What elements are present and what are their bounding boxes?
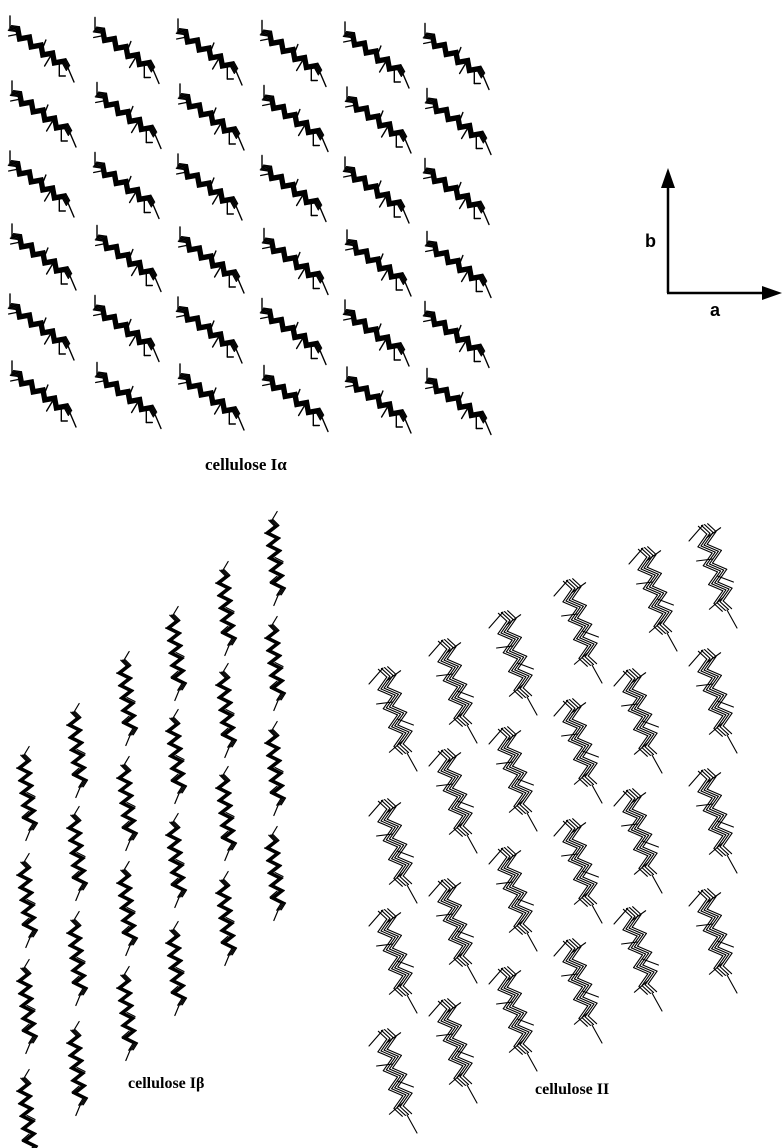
chain-molecule	[342, 299, 410, 367]
chain-molecule	[344, 366, 412, 434]
chain-molecule	[177, 363, 245, 431]
chain-molecule	[428, 638, 478, 744]
chain-molecule	[165, 812, 188, 909]
chain-molecule	[115, 860, 139, 957]
chain-molecule	[65, 702, 89, 799]
chain-molecule	[92, 16, 160, 85]
chain-molecule	[422, 157, 490, 226]
chain-molecule	[65, 805, 89, 902]
a-axis-arrowhead	[762, 286, 782, 300]
b-axis-arrowhead	[661, 168, 675, 188]
chain-molecule	[264, 720, 287, 817]
chain-molecule	[7, 293, 75, 361]
chain-molecule	[115, 755, 139, 852]
chain-molecule	[688, 523, 738, 629]
chain-molecule	[688, 768, 738, 874]
chain-molecule	[428, 878, 478, 984]
chain-molecule	[264, 510, 287, 607]
chain-molecule	[175, 296, 243, 364]
chain-molecule	[94, 81, 162, 150]
chain-molecule	[16, 958, 39, 1055]
chain-molecule	[16, 852, 39, 949]
chain-molecule	[428, 748, 478, 854]
chain-molecule	[177, 226, 245, 294]
cellulose-ibeta-lattice	[16, 510, 287, 1148]
chain-molecule	[261, 227, 329, 296]
chain-molecule	[259, 19, 327, 88]
chain-molecule	[177, 83, 245, 151]
chain-molecule	[165, 605, 188, 702]
chain-molecule	[261, 84, 329, 153]
chain-molecule	[368, 798, 418, 904]
chain-molecule	[342, 156, 410, 224]
caption-cellulose-ii: cellulose II	[535, 1081, 610, 1098]
chain-molecule	[259, 297, 327, 366]
chain-molecule	[7, 150, 75, 218]
chain-molecule	[94, 361, 162, 430]
chain-molecule	[613, 788, 663, 894]
b-axis-label: b	[645, 231, 656, 251]
chain-molecule	[424, 367, 492, 436]
chain-molecule	[488, 726, 538, 832]
axis-indicator	[661, 168, 782, 300]
chain-molecule	[488, 610, 538, 716]
chain-molecule	[92, 294, 160, 363]
chain-molecule	[628, 546, 678, 652]
chain-molecule	[65, 1020, 89, 1117]
chain-molecule	[65, 910, 89, 1007]
chain-molecule	[613, 906, 663, 1012]
chain-molecule	[215, 765, 238, 862]
chain-molecule	[424, 230, 492, 299]
chain-molecule	[94, 224, 162, 293]
chain-molecule	[342, 21, 410, 89]
a-axis-label: a	[710, 300, 721, 320]
chain-molecule	[115, 650, 139, 747]
chain-molecule	[261, 364, 329, 433]
chain-molecule	[368, 908, 418, 1014]
chain-molecule	[215, 870, 238, 967]
chain-molecule	[7, 15, 75, 83]
chain-molecule	[264, 825, 287, 922]
chain-molecule	[9, 223, 77, 291]
chain-molecule	[115, 965, 139, 1062]
chain-molecule	[553, 578, 603, 684]
chain-molecule	[422, 300, 490, 369]
chain-molecule	[553, 938, 603, 1044]
chain-molecule	[175, 153, 243, 221]
chain-molecule	[264, 615, 287, 712]
chain-molecule	[344, 86, 412, 154]
chain-molecule	[553, 818, 603, 924]
chain-molecule	[215, 560, 238, 657]
chain-molecule	[16, 745, 39, 842]
chain-molecule	[165, 708, 188, 805]
chain-molecule	[428, 998, 478, 1104]
chain-molecule	[175, 18, 243, 86]
chain-molecule	[688, 648, 738, 754]
chain-molecule	[215, 662, 238, 759]
chain-molecule	[259, 154, 327, 223]
chain-molecule	[488, 966, 538, 1072]
chain-molecule	[488, 846, 538, 952]
caption-cellulose-ialpha: cellulose Iα	[205, 455, 287, 474]
chain-molecule	[424, 87, 492, 156]
chain-molecule	[16, 1068, 39, 1148]
chain-molecule	[688, 888, 738, 994]
chain-molecule	[368, 1028, 418, 1134]
chain-molecule	[613, 668, 663, 774]
chain-molecule	[422, 22, 490, 91]
cellulose-ii-lattice	[368, 523, 738, 1134]
chain-molecule	[92, 151, 160, 220]
chain-molecule	[344, 229, 412, 297]
chain-molecule	[165, 920, 188, 1017]
chain-molecule	[553, 698, 603, 804]
cellulose-ialpha-lattice	[7, 15, 492, 436]
chain-molecule	[9, 360, 77, 428]
chain-molecule	[368, 666, 418, 772]
chain-molecule	[9, 80, 77, 148]
caption-cellulose-ibeta: cellulose Iβ	[128, 1075, 205, 1092]
